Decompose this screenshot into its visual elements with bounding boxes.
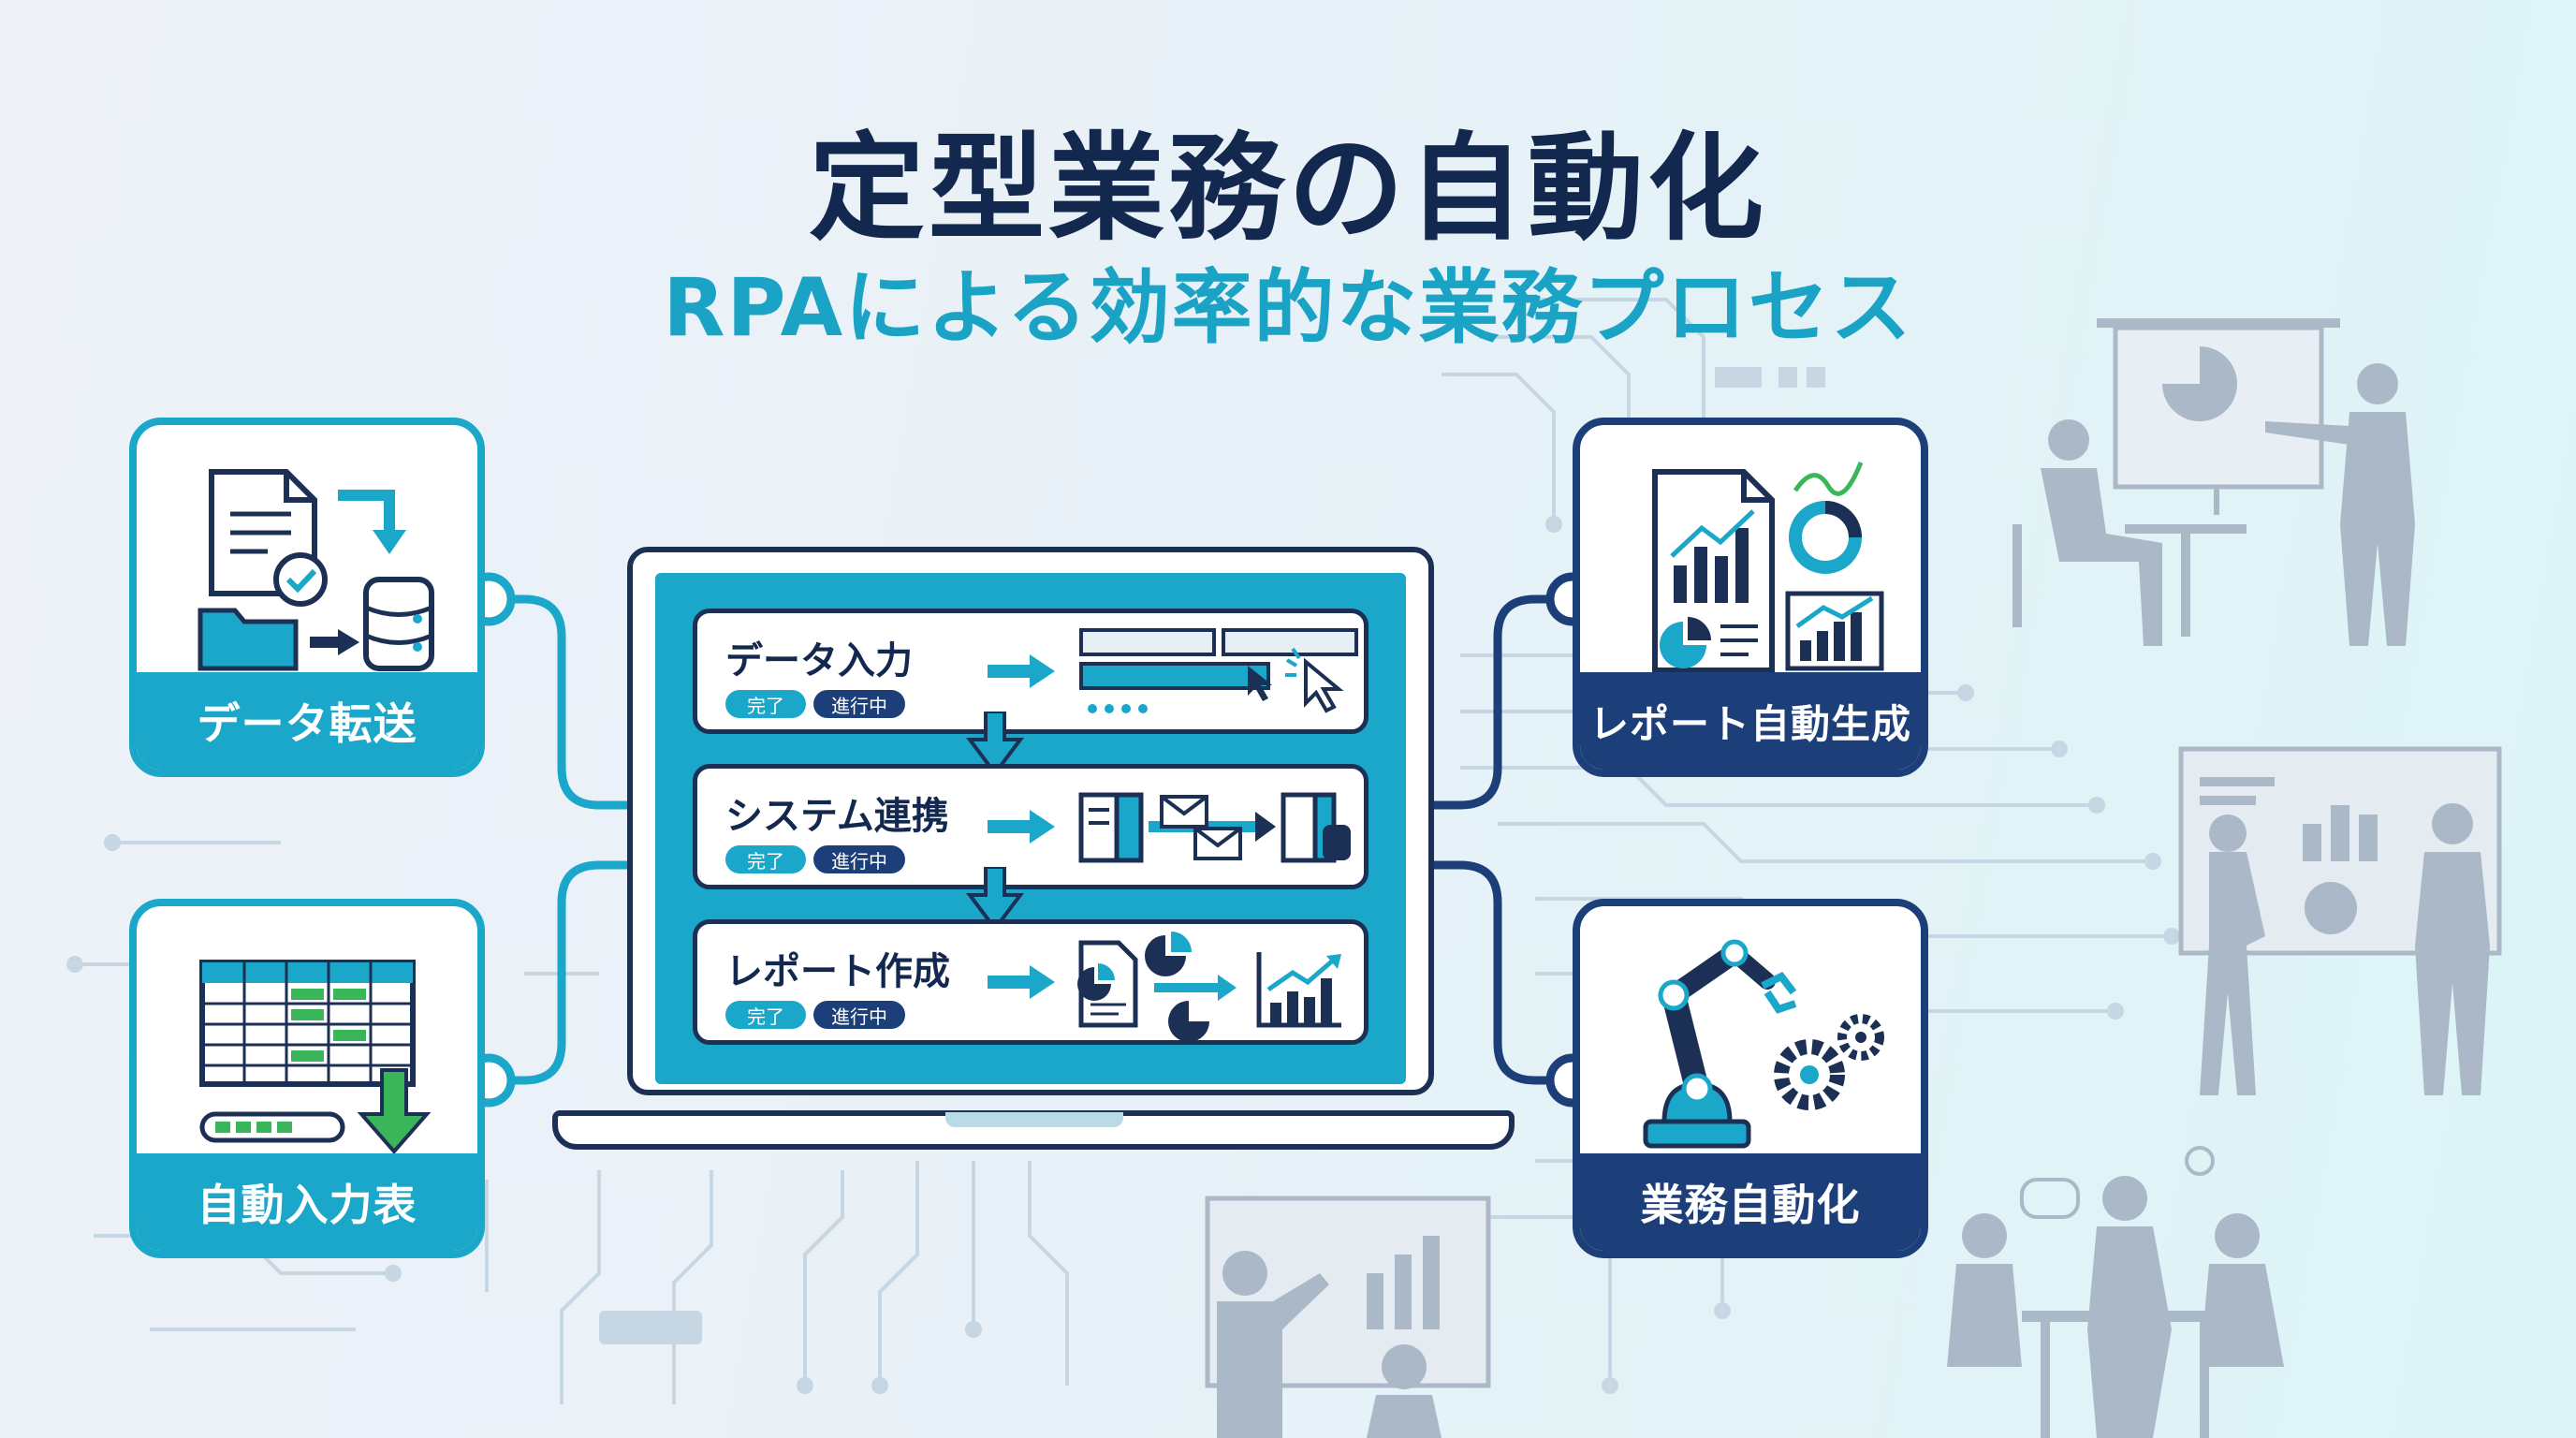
step-name: データ入力 <box>725 639 913 682</box>
status-badge-in-progress: 進行中 <box>813 690 905 718</box>
step-data-input: データ入力 完了 進行中 <box>693 609 1368 734</box>
status-badge-in-progress: 進行中 <box>813 1001 905 1029</box>
card-label: データ転送 <box>137 672 477 770</box>
status-badge-done: 完了 <box>725 1001 806 1029</box>
page-title: 定型業務の自動化 <box>808 122 1767 257</box>
card-label: レポート自動生成 <box>1580 672 1921 770</box>
server-mail-transfer-icon <box>988 792 1351 863</box>
status-badge-done: 完了 <box>725 690 806 718</box>
flow-down-arrow-icon <box>966 712 1024 777</box>
step-report-creation: レポート作成 完了 進行中 <box>693 919 1368 1045</box>
flow-down-arrow-icon <box>966 867 1024 932</box>
form-input-cursor-icon <box>988 628 1358 713</box>
card-label: 業務自動化 <box>1580 1153 1921 1251</box>
laptop-notch <box>945 1112 1123 1127</box>
step-name: システム連携 <box>725 795 949 838</box>
page-subtitle: RPAによる効率的な業務プロセス <box>663 261 1913 355</box>
card-label: 自動入力表 <box>137 1153 477 1251</box>
report-charts-icon <box>1652 462 1884 673</box>
spreadsheet-download-icon <box>199 960 432 1155</box>
card-auto-input-table: 自動入力表 <box>129 899 485 1258</box>
robot-arm-gears-icon <box>1643 939 1884 1149</box>
card-report-generation: レポート自動生成 <box>1573 418 1928 777</box>
status-badge-in-progress: 進行中 <box>813 845 905 873</box>
step-system-integration: システム連携 完了 進行中 <box>693 764 1368 889</box>
card-data-transfer: データ転送 <box>129 418 485 777</box>
step-name: レポート作成 <box>725 950 950 993</box>
status-badge-done: 完了 <box>725 845 806 873</box>
document-pie-bar-chart-icon <box>988 932 1341 1040</box>
file-folder-database-icon <box>198 469 434 671</box>
card-business-automation: 業務自動化 <box>1573 899 1928 1258</box>
